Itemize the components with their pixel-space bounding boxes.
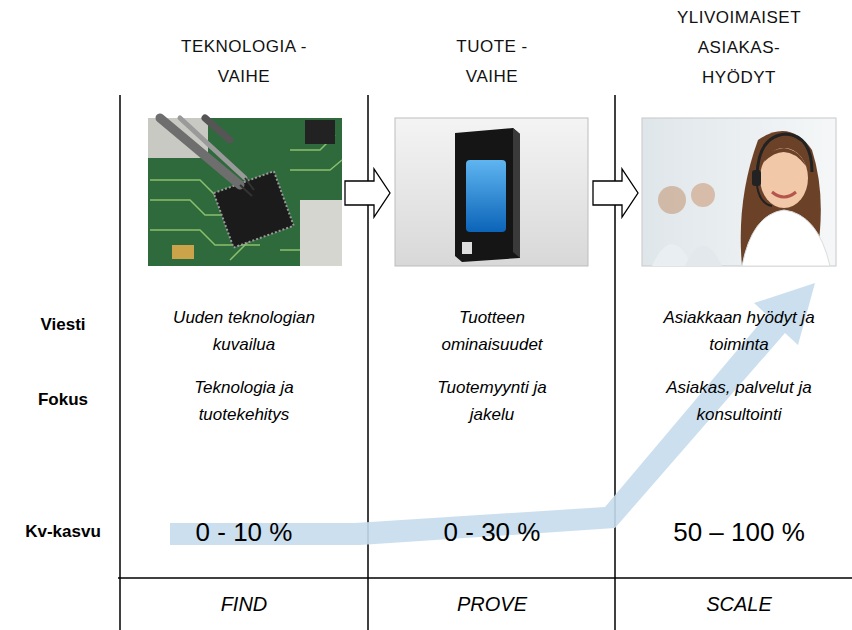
stage-name: SCALE <box>639 591 839 617</box>
product-box-picture <box>395 118 588 266</box>
stage-arrow <box>345 169 390 217</box>
circuit-picture <box>148 118 342 266</box>
growth-figure: 0 - 30 % <box>392 515 592 549</box>
column-rule <box>367 95 369 630</box>
stage-arrow <box>593 169 638 217</box>
column-header: TEKNOLOGIA -VAIHE <box>169 32 319 92</box>
column-rule <box>119 95 121 630</box>
row-rule <box>118 577 852 579</box>
row-label: Viesti <box>13 314 113 336</box>
stage-name: FIND <box>144 591 344 617</box>
focus-text: Teknologia ja tuotekehitys <box>179 374 309 428</box>
message-text: Tuotteen ominaisuudet <box>427 304 557 358</box>
growth-figure: 50 – 100 % <box>639 515 839 549</box>
row-label: Kv-kasvu <box>13 521 113 543</box>
stage-name: PROVE <box>392 591 592 617</box>
message-text: Asiakkaan hyödyt ja toiminta <box>663 304 815 358</box>
row-label: Fokus <box>13 389 113 411</box>
message-text: Uuden teknologian kuvailua <box>164 304 324 358</box>
column-header: TUOTE -VAIHE <box>442 32 542 92</box>
customer-service-picture <box>642 118 836 266</box>
growth-figure: 0 - 10 % <box>144 515 344 549</box>
column-header: YLIVOIMAISET ASIAKAS- HYÖDYT <box>664 3 814 93</box>
focus-text: Asiakas, palvelut ja konsultointi <box>661 374 817 428</box>
column-rule <box>614 95 616 630</box>
focus-text: Tuotemyynti ja jakelu <box>436 374 548 428</box>
